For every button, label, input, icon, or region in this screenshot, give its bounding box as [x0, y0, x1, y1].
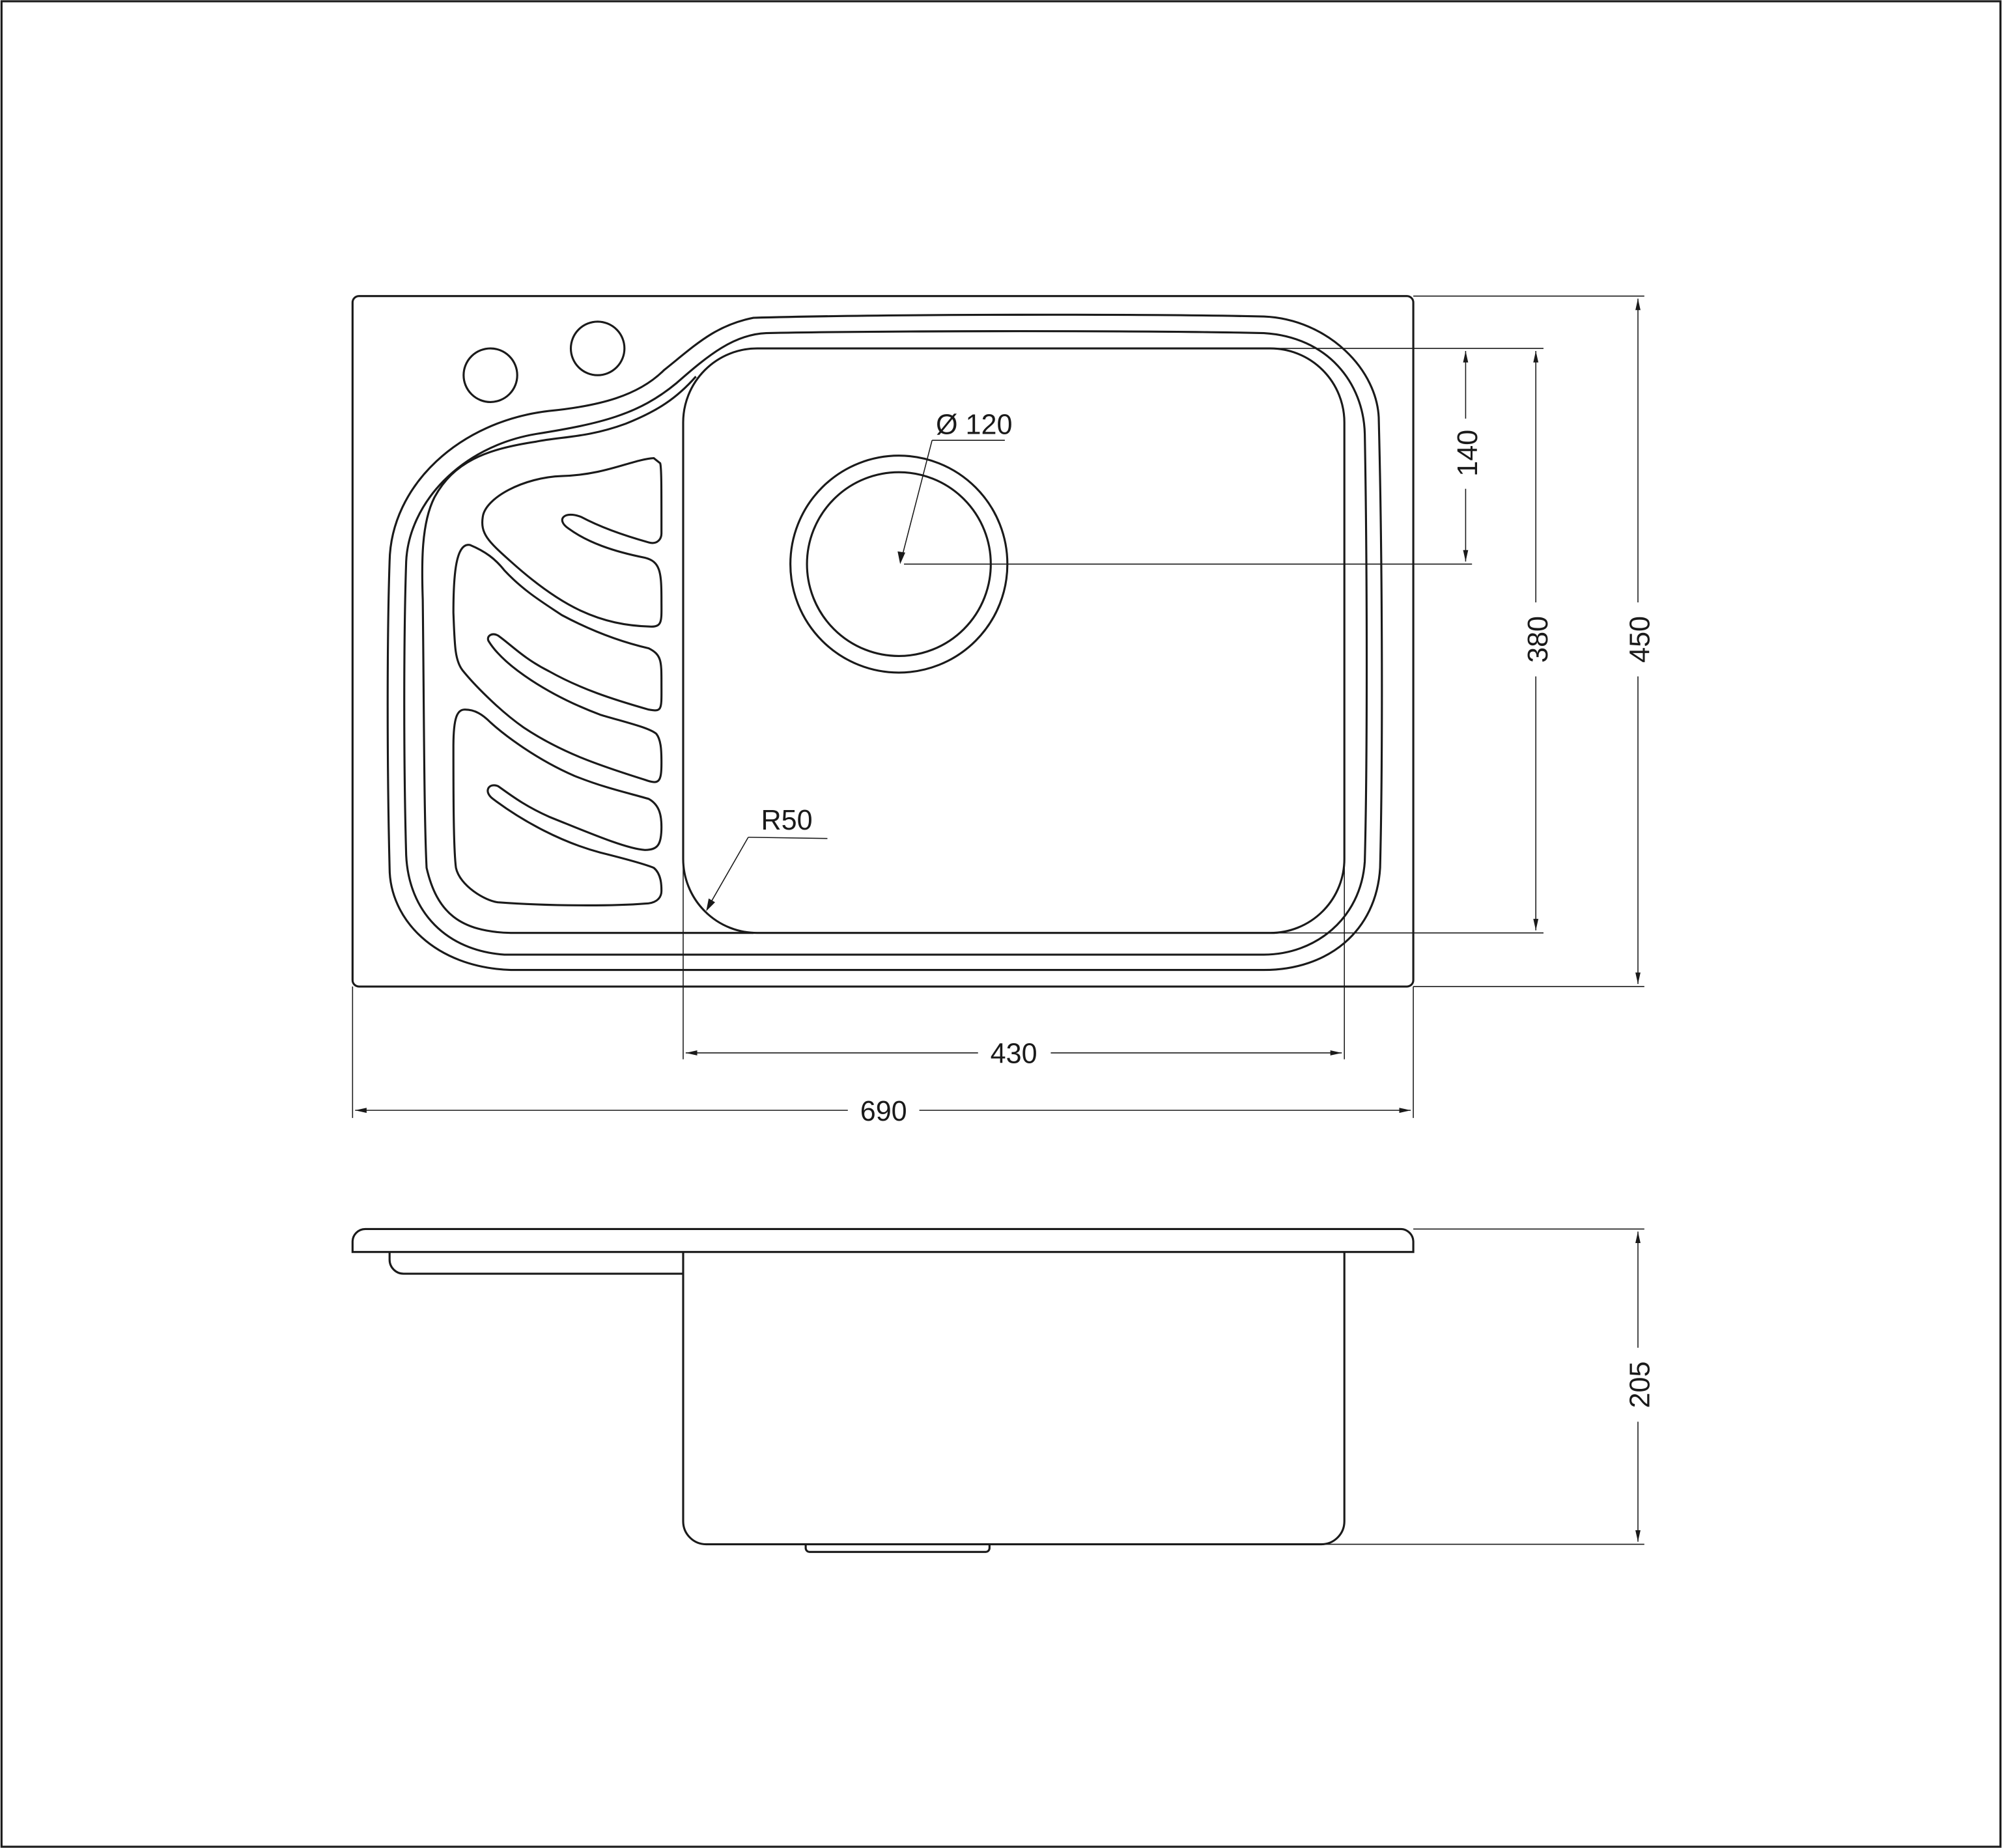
dimension-205: 205	[1625, 1231, 1656, 1542]
dimension-radius: R50	[706, 805, 828, 912]
top-plate	[351, 1227, 1415, 1253]
bowl-depth-label: 380	[1523, 616, 1554, 663]
drainboard-inner	[421, 376, 754, 934]
dimension-430: 430	[685, 1039, 1342, 1070]
dimension-380: 380	[1523, 350, 1554, 931]
rim-inner	[403, 330, 1368, 956]
faucet-hole-2	[569, 320, 626, 376]
dimension-140: 140	[1452, 350, 1484, 562]
drain-profile	[804, 1544, 991, 1553]
side-view: 205	[351, 1227, 1656, 1553]
overall-width-label: 690	[860, 1096, 907, 1127]
dimension-690: 690	[355, 1096, 1411, 1127]
drain-grooves	[452, 457, 663, 906]
corner-radius-label: R50	[761, 805, 813, 836]
top-view: Ø 120 R50 140 380	[351, 295, 1656, 1127]
dimension-diameter: Ø 120	[897, 409, 1012, 565]
overall-depth-label: 450	[1625, 616, 1656, 663]
bowl-width-label: 430	[991, 1039, 1037, 1070]
dimension-450: 450	[1625, 298, 1656, 985]
sink-outline	[351, 295, 1415, 988]
drainboard-profile	[388, 1252, 683, 1275]
height-label: 205	[1625, 1362, 1656, 1408]
drain-offset-label: 140	[1452, 430, 1484, 477]
rim-outer	[386, 313, 1383, 972]
drain-diameter-label: Ø 120	[936, 409, 1012, 440]
bowl-outline	[682, 347, 1346, 934]
faucet-hole-1	[462, 347, 518, 403]
bowl-profile	[682, 1252, 1346, 1546]
